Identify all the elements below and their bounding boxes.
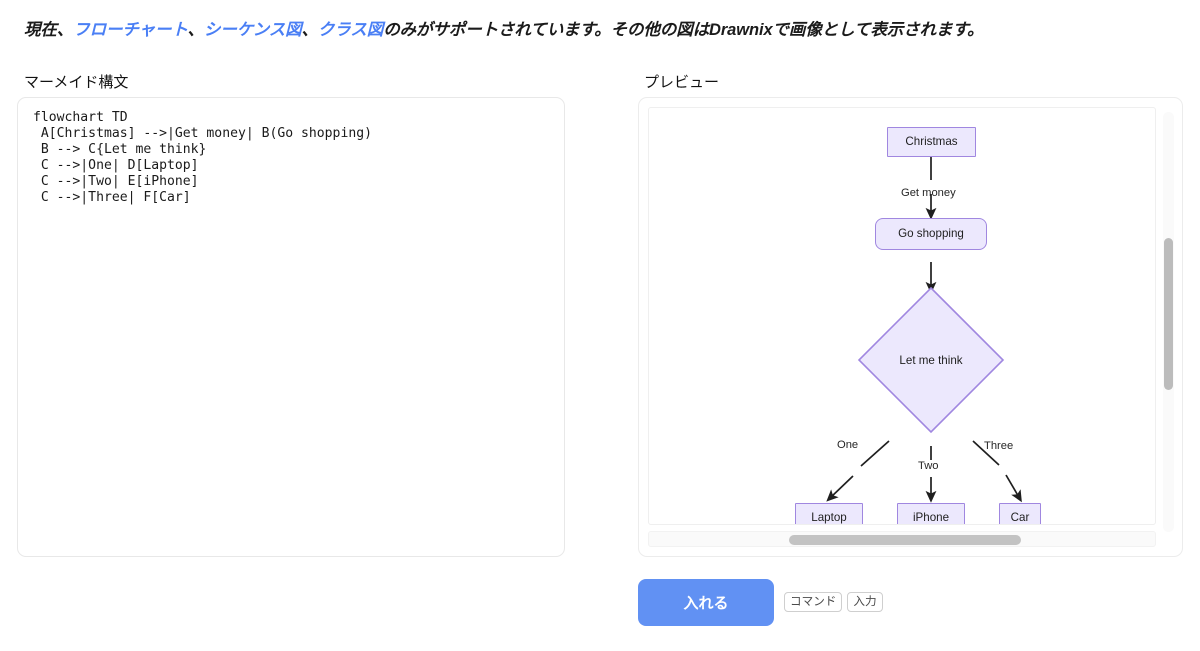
preview-vertical-scrollbar[interactable] — [1163, 112, 1174, 532]
kbd-enter-key: 入力 — [847, 592, 883, 613]
node-label-christmas: Christmas — [905, 135, 958, 149]
flowchart-node-christmas[interactable]: Christmas — [887, 127, 976, 157]
flowchart-diagram: Christmas Get money Go shopping Let me t… — [649, 108, 1155, 525]
flowchart-node-car[interactable]: Car — [999, 503, 1041, 525]
notice-separator-1: 、 — [187, 21, 205, 39]
notice-suffix: のみがサポートされています。その他の図はDrawnixで画像として表示されます。 — [383, 21, 984, 39]
preview-vertical-scrollbar-thumb[interactable] — [1164, 238, 1173, 390]
flowchart-node-laptop[interactable]: Laptop — [795, 503, 863, 525]
mermaid-code-text[interactable]: flowchart TD A[Christmas] -->|Get money|… — [33, 110, 372, 205]
node-label-laptop: Laptop — [811, 511, 847, 525]
node-label-car: Car — [1010, 511, 1030, 525]
edge-label-one: One — [837, 439, 859, 451]
flowchart-node-let-me-think[interactable]: Let me think — [857, 286, 1005, 434]
support-notice: 現在、フローチャート、シーケンス図、クラス図のみがサポートされています。その他の… — [24, 16, 1174, 40]
preview-horizontal-scrollbar[interactable] — [648, 531, 1156, 547]
preview-heading: プレビュー — [644, 74, 720, 91]
notice-link-class[interactable]: クラス図 — [317, 21, 384, 39]
diamond-shape-icon — [857, 286, 1005, 434]
kbd-command-key: コマンド — [784, 592, 843, 613]
flowchart-node-iphone[interactable]: iPhone — [897, 503, 965, 525]
edge-c-to-f-lower — [1005, 474, 1022, 503]
notice-prefix: 現在、 — [24, 21, 74, 39]
edge-label-get-money: Get money — [901, 187, 956, 199]
edge-label-three: Three — [984, 440, 1014, 452]
diagram-viewport[interactable]: Christmas Get money Go shopping Let me t… — [648, 107, 1156, 525]
edge-c-to-d-upper — [860, 440, 890, 467]
node-label-go-shopping: Go shopping — [898, 227, 964, 241]
mermaid-syntax-heading: マーメイド構文 — [24, 74, 129, 91]
insert-button[interactable]: 入れる — [638, 579, 774, 626]
node-label-let-me-think: Let me think — [899, 353, 963, 367]
notice-link-sequence[interactable]: シーケンス図 — [203, 21, 302, 39]
mermaid-code-editor[interactable]: flowchart TD A[Christmas] -->|Get money|… — [17, 97, 565, 557]
notice-separator-2: 、 — [301, 21, 319, 39]
flowchart-node-go-shopping[interactable]: Go shopping — [875, 218, 987, 250]
keyboard-shortcut-hint: コマンド 入力 — [784, 592, 883, 613]
edge-label-two: Two — [918, 460, 939, 472]
edge-c-to-d-lower — [826, 475, 854, 502]
notice-link-flowchart[interactable]: フローチャート — [73, 21, 188, 39]
preview-horizontal-scrollbar-thumb[interactable] — [789, 535, 1021, 545]
node-label-iphone: iPhone — [912, 511, 950, 525]
diagram-preview-panel: Christmas Get money Go shopping Let me t… — [638, 97, 1183, 557]
